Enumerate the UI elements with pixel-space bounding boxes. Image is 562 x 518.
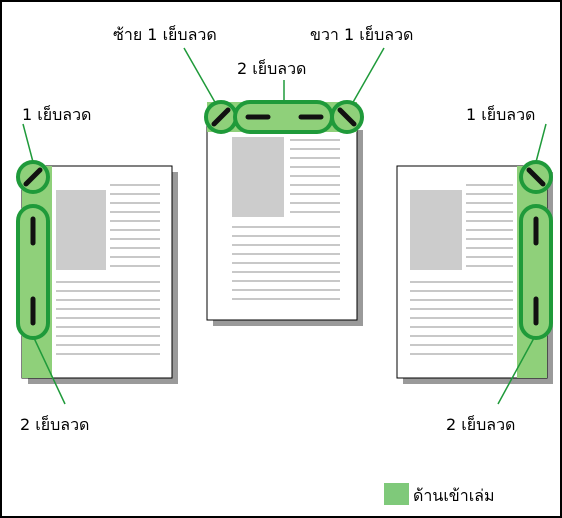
right-text-lines <box>410 184 513 355</box>
center-left-leader <box>183 47 217 105</box>
left-image-block <box>56 190 106 270</box>
label-left-bottom: 2 เย็บลวด <box>20 414 89 434</box>
label-center-middle: 2 เย็บลวด <box>237 58 306 78</box>
right-image-block <box>410 190 462 270</box>
left-bottom-leader <box>33 337 66 405</box>
label-left-top: 1 เย็บลวด <box>22 104 91 124</box>
left-edge-staples-ring <box>16 204 50 340</box>
right-bottom-leader <box>497 337 535 405</box>
center-right-leader <box>351 47 385 105</box>
center-left-staple-icon <box>211 107 231 127</box>
center-text-lines <box>232 139 340 300</box>
label-center-right: ขวา 1 เย็บลวด <box>310 24 413 44</box>
left-text-lines <box>56 184 160 355</box>
left-corner-staple-icon <box>23 167 43 187</box>
left-top-leader <box>22 123 34 163</box>
right-corner-staple-icon <box>526 167 546 187</box>
right-edge-staples-ring <box>519 204 553 340</box>
center-right-staple-icon <box>337 107 357 127</box>
label-right-top: 1 เย็บลวด <box>466 104 535 124</box>
left-page <box>16 123 178 405</box>
legend-label: ด้านเข้าเล่ม <box>413 486 495 505</box>
legend: ด้านเข้าเล่ม <box>384 483 495 505</box>
label-right-bottom: 2 เย็บลวด <box>446 414 515 434</box>
center-page <box>183 47 385 326</box>
label-center-left: ซ้าย 1 เย็บลวด <box>113 24 217 44</box>
center-image-block <box>232 137 284 217</box>
right-page <box>396 123 553 405</box>
right-top-leader <box>535 123 547 163</box>
legend-swatch <box>384 483 409 505</box>
